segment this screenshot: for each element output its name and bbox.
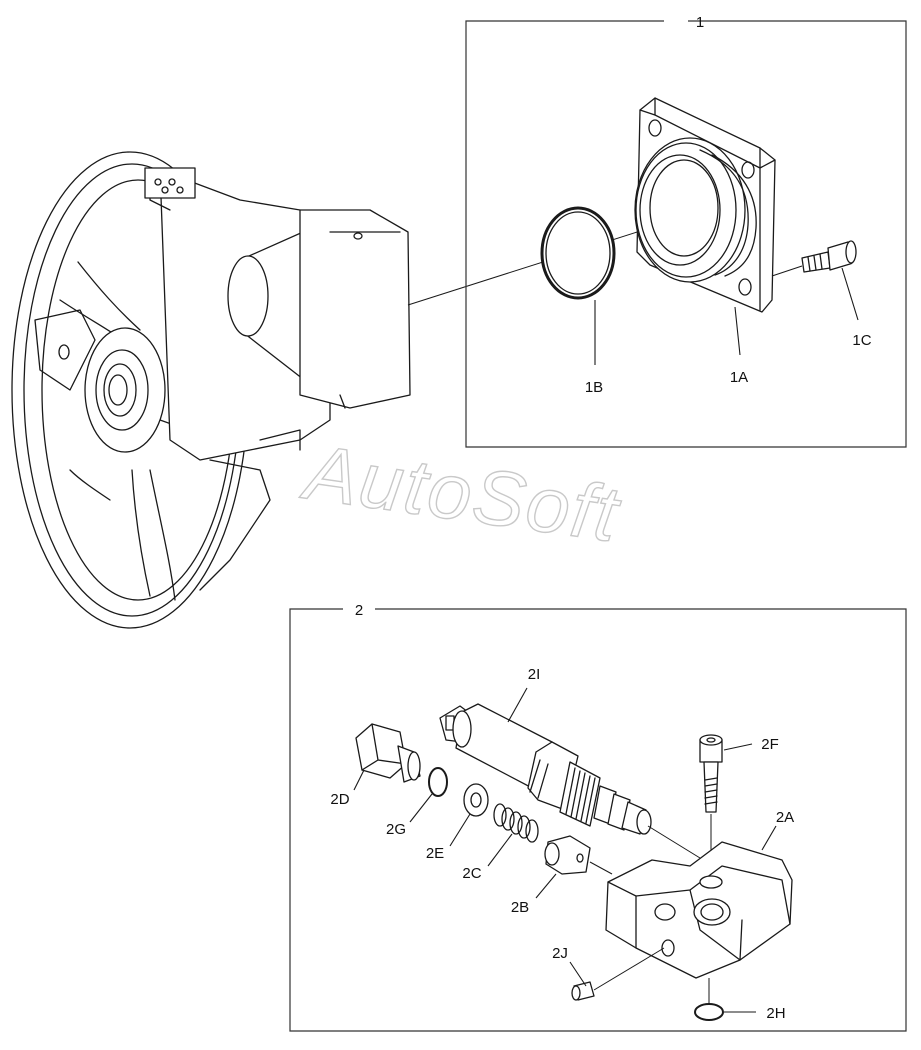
part-2i-solenoid [439,703,652,835]
callout-2e: 2E [426,845,444,862]
part-1c-bolt [801,240,857,273]
callout-2a: 2A [776,809,794,826]
part-1b-o-ring [540,206,616,300]
group-1-label: 1 [696,14,704,31]
part-2h-o-ring [428,767,448,797]
group-2: 2 [289,602,907,1032]
part-2f-bolt [699,734,723,813]
part-2a-block [605,841,793,979]
callout-1a: 1A [730,369,748,386]
part-2e-washer [463,783,489,817]
callout-2d: 2D [330,791,349,808]
part-2d-plug [355,723,421,783]
part-2j-pin [571,981,595,1001]
callout-2b: 2B [511,899,529,916]
group-1: 1 1B [465,14,907,448]
callout-1c: 1C [852,332,871,349]
part-2b-spool [544,835,591,875]
part-2g-o-ring [694,1003,724,1021]
callout-2c: 2C [462,865,481,882]
part-1a-flange [634,97,776,313]
callout-2j: 2J [552,945,568,962]
callout-2f: 2F [761,736,779,753]
callout-1b: 1B [585,379,603,396]
main-housing [11,151,411,629]
callout-2h: 2G [386,821,406,838]
callout-2g: 2H [766,1005,785,1022]
callout-2i: 2I [528,666,541,683]
group-2-label: 2 [355,602,363,619]
part-2c-spring [493,803,539,843]
